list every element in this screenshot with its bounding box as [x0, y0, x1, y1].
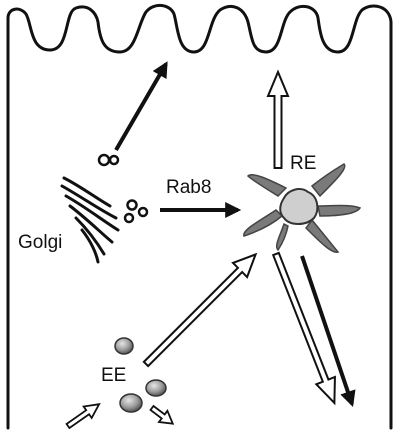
- ee-exit-hollow-arrow: [149, 404, 175, 425]
- early-endosome-label: EE: [101, 365, 127, 386]
- recycling-endosome: [243, 163, 362, 253]
- golgi-apparatus: [60, 153, 149, 264]
- re-to-basolateral-hollow-arrow: [271, 251, 336, 406]
- rab8-label: Rab8: [166, 177, 212, 198]
- re-to-apical-hollow-arrow: [266, 69, 290, 169]
- endocytosis-hollow-arrow: [65, 403, 101, 430]
- early-endosome-vesicles: [114, 337, 167, 413]
- re-to-basolateral-solid-arrow: [300, 255, 356, 408]
- golgi-label: Golgi: [18, 232, 63, 253]
- cell-membrane: [6, 4, 393, 430]
- recycling-endosome-label: RE: [290, 153, 317, 174]
- ee-to-re-hollow-arrow: [142, 252, 258, 368]
- golgi-to-apical-arrow: [114, 61, 168, 152]
